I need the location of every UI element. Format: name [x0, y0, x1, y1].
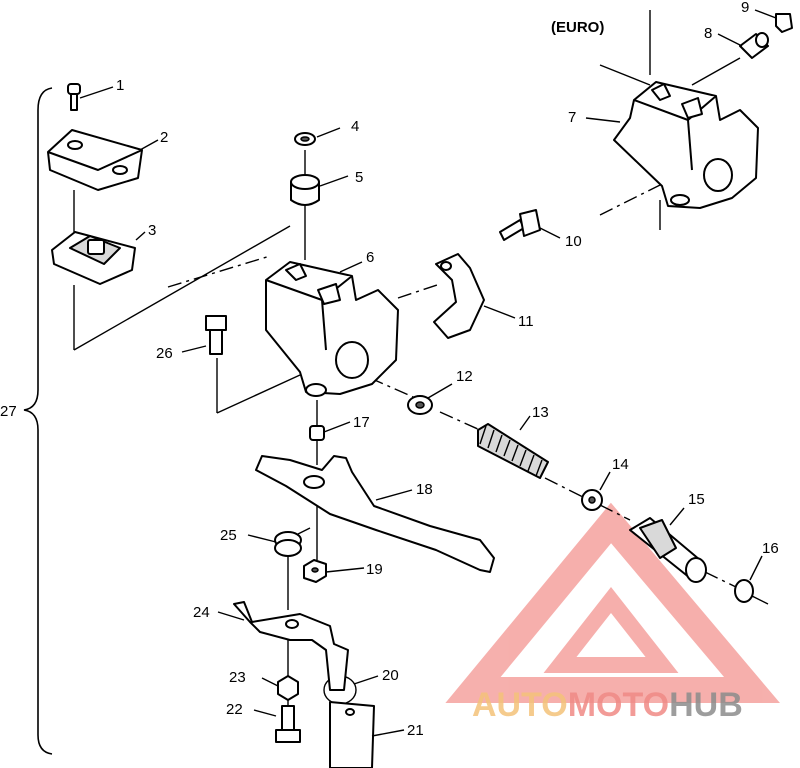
part-6-master-cylinder — [265, 261, 399, 397]
part-3-diaphragm — [51, 231, 136, 285]
part-26-bolt — [205, 315, 227, 355]
part-5-bushing — [290, 174, 320, 206]
part-11-clamp — [433, 253, 485, 339]
part-9-cap — [775, 13, 793, 33]
label-27: 27 — [0, 403, 17, 420]
part-13-spring — [477, 423, 549, 479]
label-5: 5 — [355, 169, 363, 186]
label-26: 26 — [156, 345, 173, 362]
label-16: 16 — [762, 540, 779, 557]
label-12: 12 — [456, 368, 473, 385]
label-4: 4 — [351, 118, 359, 135]
label-17: 17 — [353, 414, 370, 431]
label-3: 3 — [148, 222, 156, 239]
part-12-washer — [407, 395, 433, 415]
label-6: 6 — [366, 249, 374, 266]
assembly-lines — [73, 10, 769, 705]
part-25-spring — [274, 527, 311, 557]
part-21-tag — [329, 701, 375, 768]
part-24-switch-bracket — [233, 601, 349, 691]
label-18: 18 — [416, 481, 433, 498]
part-22-screw — [275, 705, 301, 743]
label-19: 19 — [366, 561, 383, 578]
label-14: 14 — [612, 456, 629, 473]
label-13: 13 — [532, 404, 549, 421]
watermark-segment-auto: AUTO — [472, 686, 568, 724]
assembly-brace — [23, 87, 53, 755]
label-25: 25 — [220, 527, 237, 544]
label-9: 9 — [741, 0, 749, 16]
watermark-logo — [445, 502, 780, 703]
part-8-fitting — [739, 32, 769, 59]
label-11: 11 — [518, 313, 534, 330]
part-10-bolt — [499, 209, 541, 241]
label-21: 21 — [407, 722, 424, 739]
part-2-reservoir-cover — [47, 129, 143, 191]
label-8: 8 — [704, 25, 712, 42]
label-20: 20 — [382, 667, 399, 684]
label-22: 22 — [226, 701, 243, 718]
part-4-washer — [294, 132, 316, 146]
label-15: 15 — [688, 491, 705, 508]
part-7-euro-master-cylinder — [613, 81, 759, 209]
watermark-segment-moto: MOTO — [568, 686, 669, 724]
part-16-o-ring — [734, 579, 754, 603]
variant-label: (EURO) — [551, 19, 604, 36]
label-10: 10 — [565, 233, 582, 250]
label-24: 24 — [193, 604, 210, 621]
label-7: 7 — [568, 109, 576, 126]
part-14-washer — [581, 489, 603, 511]
part-15-piston — [629, 517, 707, 583]
part-1-screw — [67, 83, 81, 111]
part-18-brake-lever — [255, 455, 495, 573]
part-23-nut — [277, 675, 299, 701]
label-2: 2 — [160, 129, 168, 146]
watermark-segment-hub: HUB — [669, 686, 743, 724]
part-19-nut — [303, 559, 327, 583]
part-17-set-screw — [309, 425, 325, 441]
leader-lines — [79, 9, 777, 737]
label-23: 23 — [229, 669, 246, 686]
watermark-text: AUTOMOTOHUB — [472, 686, 743, 724]
label-1: 1 — [116, 77, 124, 94]
part-number-labels: 1 2 3 4 5 6 7 8 9 10 11 12 13 14 15 16 1… — [0, 0, 779, 739]
